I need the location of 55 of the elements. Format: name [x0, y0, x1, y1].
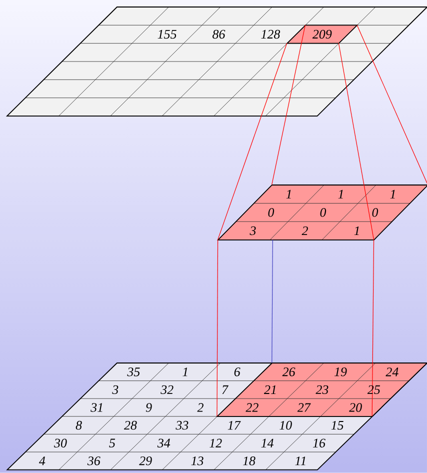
cell-number: 0: [268, 208, 274, 217]
cell-number: 15: [331, 420, 344, 430]
cell-number: 17: [228, 421, 241, 430]
cell-number: 30: [54, 438, 67, 448]
cell-number: 155: [158, 30, 176, 39]
connector-line: [338, 42, 374, 240]
cell-number: 26: [282, 368, 296, 376]
connector-line: [216, 239, 218, 416]
cell-number: 209: [312, 30, 332, 39]
cell-number: 86: [212, 30, 226, 39]
cell-number: 5: [109, 438, 116, 448]
cell-number: 12: [210, 438, 222, 448]
cell-number: 19: [334, 368, 347, 376]
cell-number: 9: [146, 403, 152, 412]
cell-number: 6: [234, 368, 240, 376]
cell-number: 1: [338, 190, 343, 198]
cell-number: 14: [261, 438, 274, 448]
cell-number: 34: [157, 438, 170, 448]
connector-line: [372, 239, 374, 416]
cell-number: 20: [349, 403, 362, 412]
cell-number: 27: [297, 403, 311, 412]
cell-number: 7: [222, 385, 228, 394]
cell-number: 25: [367, 385, 380, 394]
cell-number: 13: [191, 456, 204, 466]
cell-number: 3: [112, 385, 118, 394]
cell-number: 33: [176, 420, 188, 430]
cell-number: 28: [124, 420, 137, 430]
cell-number: 3: [250, 226, 256, 236]
cell-number: 2: [197, 403, 204, 412]
connector-line: [218, 42, 288, 240]
cell-number: 10: [280, 420, 292, 430]
cell-number: 16: [312, 438, 326, 448]
cell-number: 0: [372, 208, 378, 217]
cell-number: 36: [87, 456, 100, 466]
cell-number: 18: [242, 456, 256, 466]
connector-line: [272, 239, 273, 364]
cell-number: 29: [139, 456, 152, 466]
cell-number: 2: [302, 226, 308, 236]
cell-number: 1: [182, 368, 188, 376]
cell-number: 128: [261, 30, 280, 39]
cell-number: 35: [127, 368, 140, 376]
cell-number: 11: [295, 456, 306, 466]
cell-number: 31: [90, 403, 102, 412]
cell-number: 0: [320, 208, 326, 217]
cell-number: 22: [246, 403, 258, 412]
cell-number: 21: [264, 385, 276, 394]
cell-number: 32: [160, 385, 174, 394]
cell-number: 1: [354, 226, 359, 236]
cell-number: 24: [386, 368, 398, 376]
connector-line: [272, 24, 306, 186]
cell-number: 1: [286, 190, 291, 198]
cell-number: 1: [390, 190, 395, 198]
cell-number: 8: [76, 420, 82, 430]
cell-number: 23: [316, 385, 328, 394]
cell-number: 4: [38, 456, 46, 466]
